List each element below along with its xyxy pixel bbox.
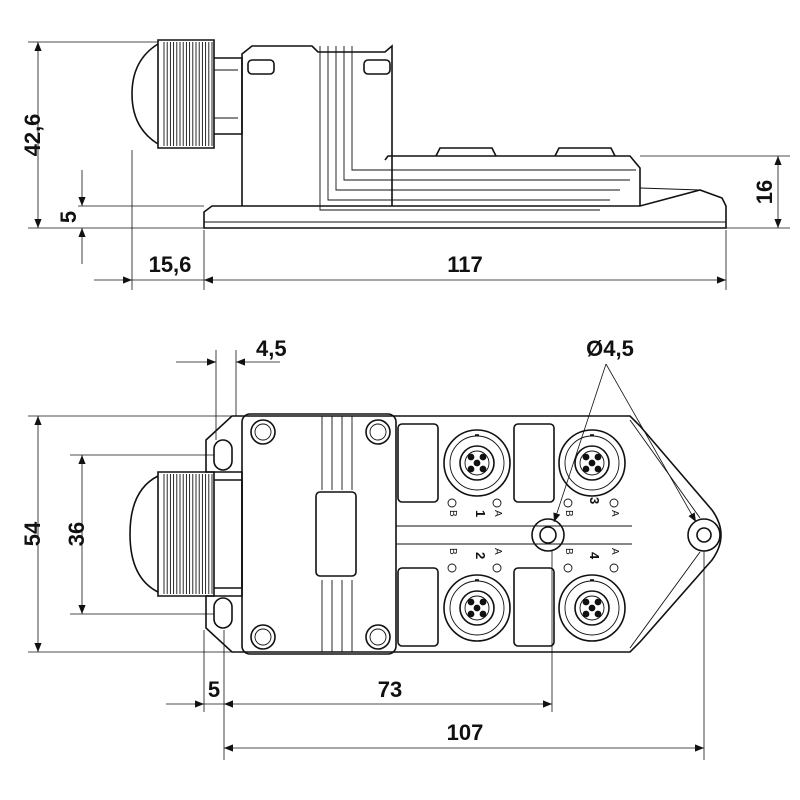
dim-length-side: 117 — [447, 252, 483, 277]
dim-hole-to-hole: 107 — [447, 720, 484, 745]
m12-socket-1 — [443, 429, 511, 497]
m12-sockets — [443, 429, 626, 642]
port-3-b: B — [563, 510, 574, 517]
dim-height-overall: 42,6 — [20, 114, 45, 157]
leader-center-hole — [553, 363, 607, 523]
side-socket-left — [435, 147, 497, 157]
port-4-a: A — [609, 548, 620, 555]
side-screw-left — [247, 59, 275, 75]
dim-flange-thickness: 4,5 — [256, 336, 287, 361]
port-1-number: 1 — [473, 510, 488, 517]
side-cable-gland — [131, 39, 243, 149]
side-view: 42,6 5 16 15,6 117 — [20, 39, 790, 290]
port-2-b: B — [447, 548, 458, 555]
port-4-number: 4 — [587, 552, 602, 560]
top-slot-lower — [213, 597, 233, 629]
m12-socket-4 — [558, 574, 626, 642]
side-gland-ribs — [163, 42, 213, 146]
port-1-a: A — [492, 510, 503, 517]
top-channels — [315, 416, 357, 652]
dim-to-hole: 73 — [378, 677, 402, 702]
dim-width: 54 — [20, 521, 45, 546]
top-mount-hole-right — [687, 518, 721, 552]
top-main-housing — [241, 413, 397, 655]
top-cable-gland — [129, 471, 243, 597]
side-socket-right — [554, 147, 616, 157]
top-view: 1 2 3 4 A B A B A B A B — [20, 336, 722, 760]
dim-base-thickness: 5 — [56, 211, 81, 223]
dim-hole-pitch: 36 — [64, 522, 89, 546]
port-4-b: B — [563, 548, 574, 555]
m12-socket-3 — [443, 574, 511, 642]
dim-left-offset: 5 — [208, 677, 220, 702]
port-1-b: B — [447, 510, 458, 517]
side-cable-channels — [319, 46, 636, 211]
dim-hole-diameter: Ø4,5 — [586, 336, 634, 361]
side-front-housing — [384, 155, 641, 206]
port-3-number: 3 — [587, 497, 602, 504]
port-2-number: 2 — [473, 552, 488, 559]
leader-right-hole — [605, 363, 697, 523]
side-screw-right — [363, 59, 391, 75]
m12-socket-2 — [558, 429, 626, 497]
top-slot-upper — [213, 439, 233, 471]
top-gland-ribs — [163, 474, 213, 594]
top-center-hole — [531, 518, 565, 552]
port-3-a: A — [609, 510, 620, 517]
dim-front-height: 16 — [752, 180, 777, 204]
dim-gland-offset: 15,6 — [149, 252, 192, 277]
side-main-housing — [241, 44, 393, 206]
port-2-a: A — [492, 548, 503, 555]
